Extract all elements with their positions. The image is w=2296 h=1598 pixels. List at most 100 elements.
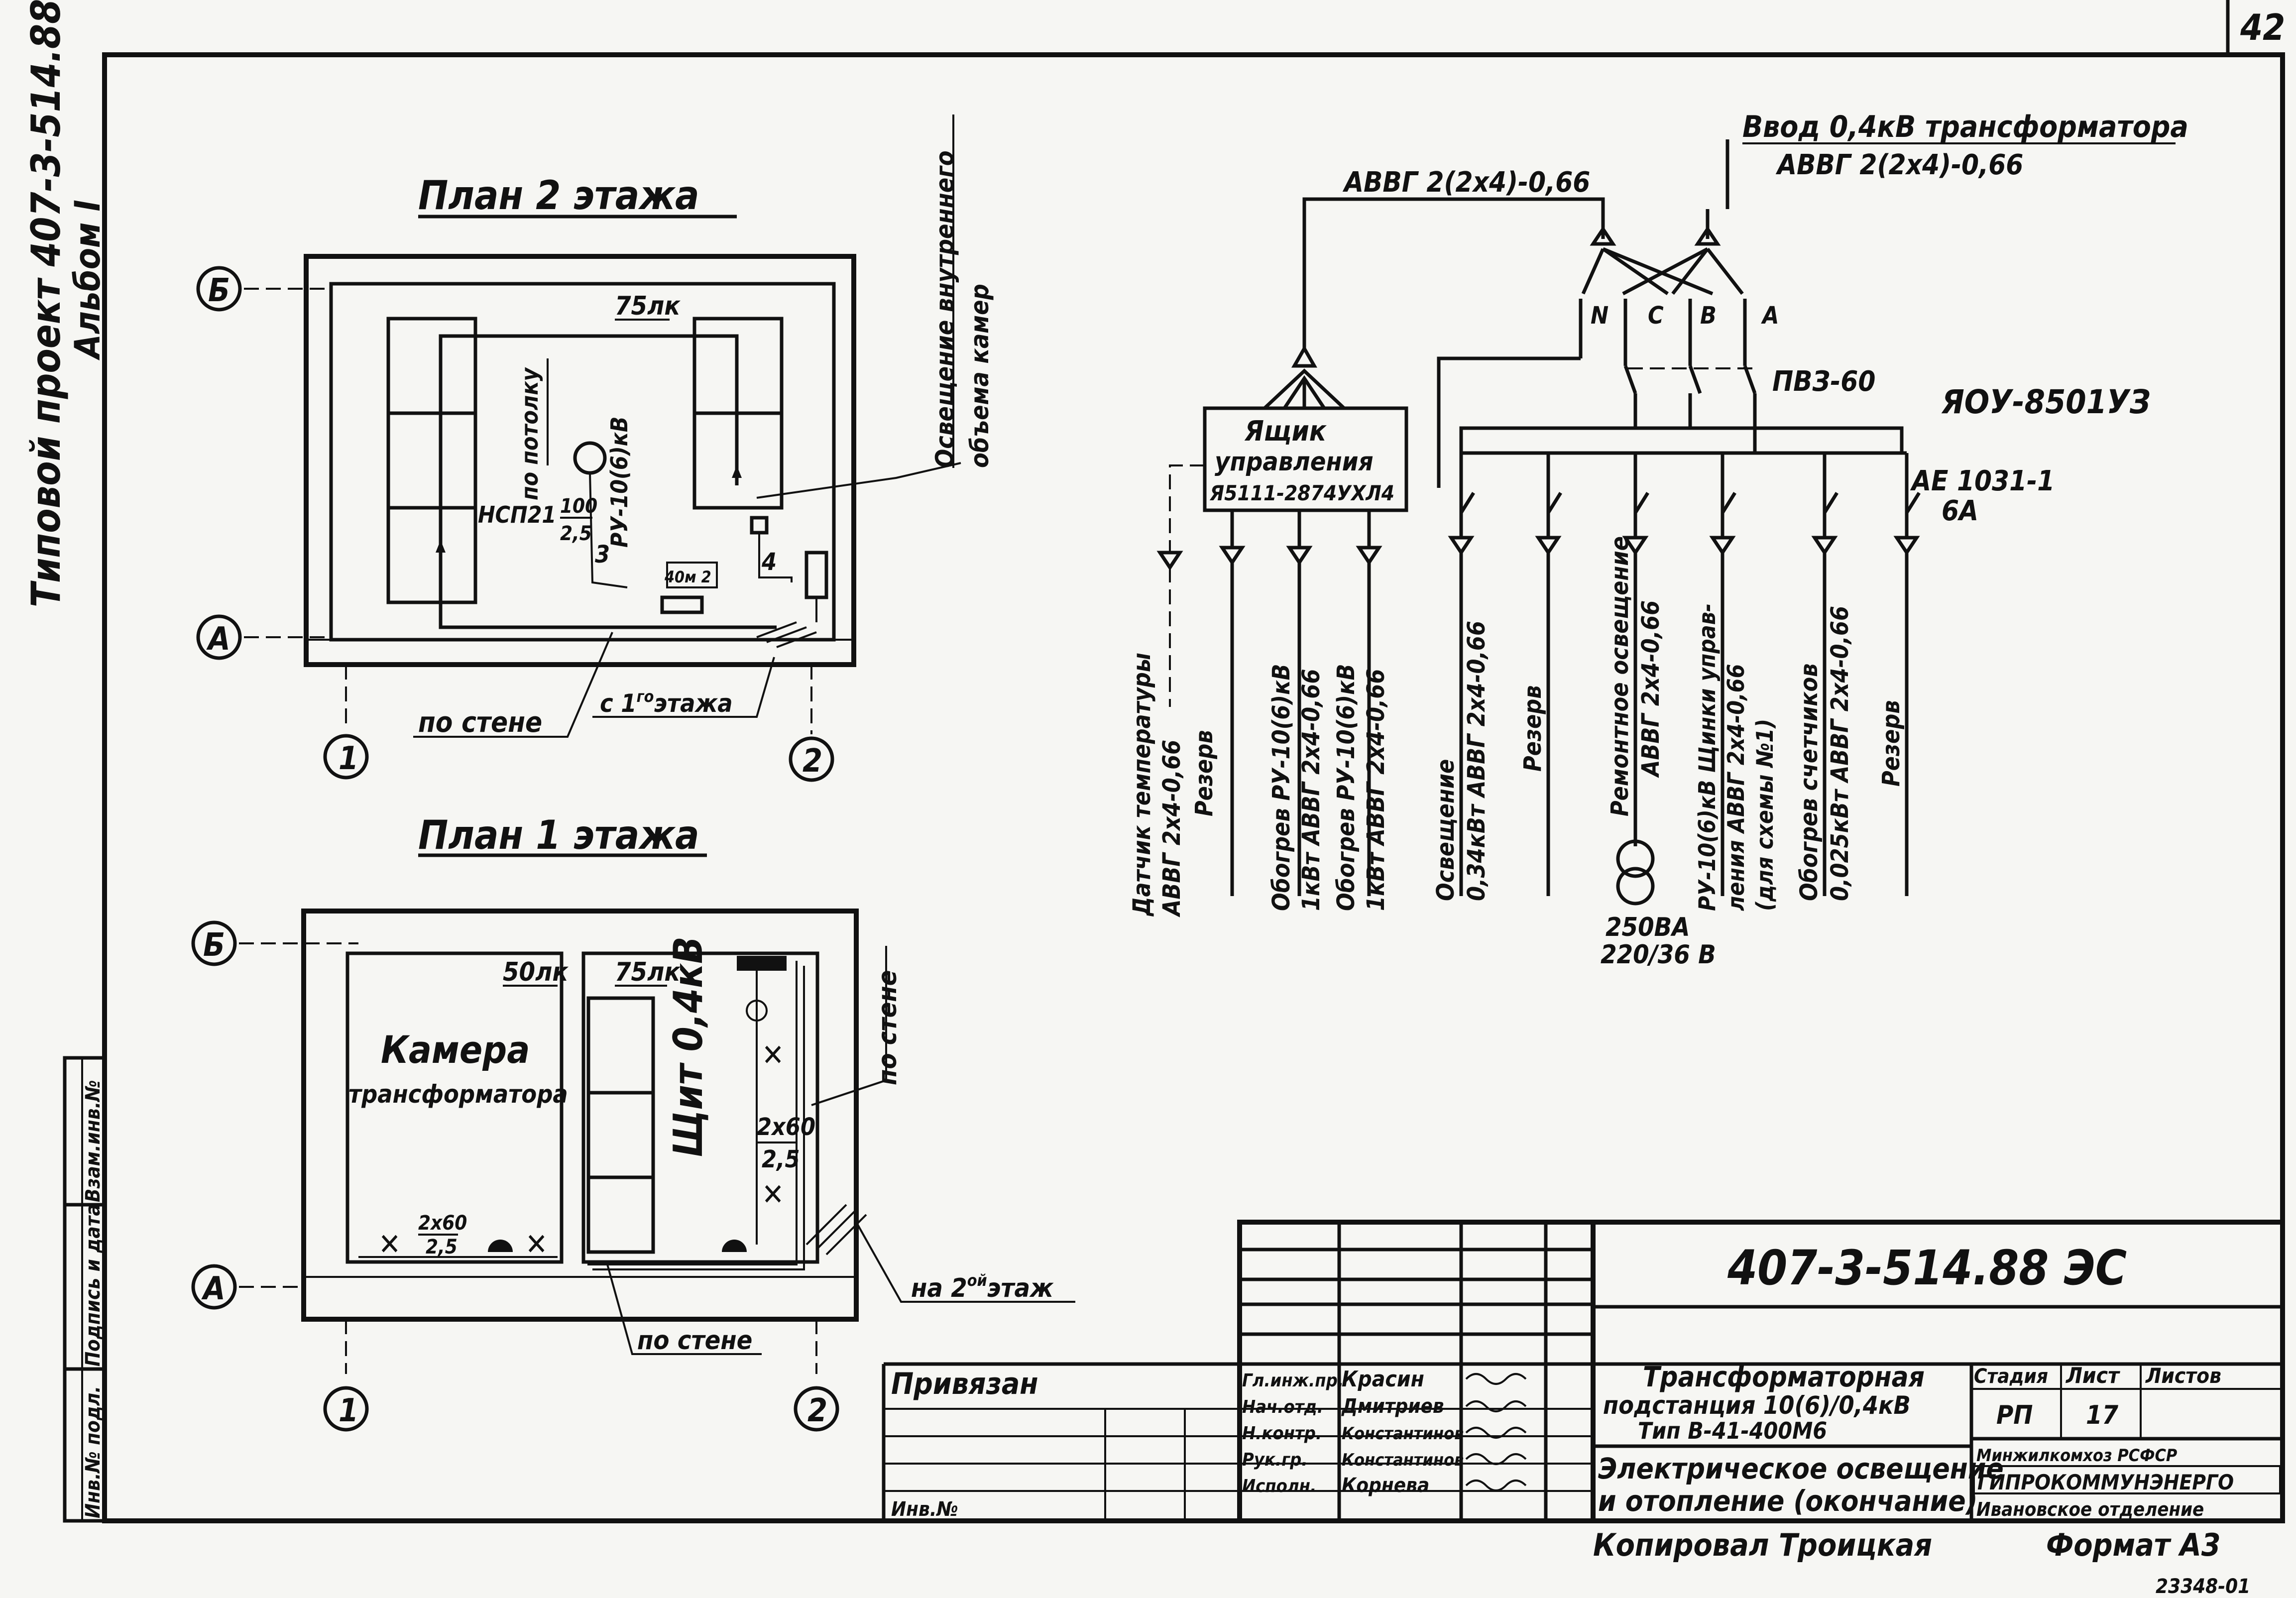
project-title-2: подстанция 10(6)/0,4кВ [1603, 1391, 1911, 1420]
org-line3: Ивановское отделение [1976, 1498, 2204, 1520]
breaker-rating: 6А [1942, 495, 1978, 527]
transformer-rating: 250ВА [1606, 913, 1690, 942]
control-box-line2: управления [1215, 447, 1374, 477]
sheet-value: 17 [2086, 1400, 2119, 1430]
role-5: Исполн. [1242, 1476, 1316, 1496]
switch-label: ПВЗ-60 [1772, 365, 1875, 398]
plan2-lamp-den: 2,5 [560, 522, 592, 545]
signature-2 [1465, 1400, 1527, 1412]
plan-1st-floor: План 1 этажа ✕ ✕ ✕ ✕ Б А [191, 812, 1075, 1432]
stage-value: РП [1996, 1400, 2033, 1430]
feeder-5-line1: Резерв [1519, 685, 1547, 772]
plan2-po-stene: по стене [418, 706, 542, 739]
panel-type: ЯОУ-8501УЗ [1941, 383, 2151, 421]
project-title-3: Тип В-41-400М6 [1638, 1417, 1827, 1444]
input-cable-left: АВВГ 2(2х4)-0,66 [1342, 166, 1590, 199]
sheet-frame [102, 52, 2285, 1523]
plan2-callout-line1: Освещение внутреннего [930, 150, 959, 468]
distribution-schematic: Ввод 0,4кВ трансформатора АВВГ 2(2х4)-0,… [1169, 110, 2188, 553]
feeders: Датчик температуры АВВГ 2х4-0,66 Резерв … [1128, 453, 1921, 970]
feeder-7-line1: РУ-10(6)кВ Щинки управ- [1694, 603, 1721, 911]
stamp-signature-date: Подпись и дата [82, 1204, 105, 1367]
plan1-frac-a-num: 2х60 [418, 1212, 467, 1235]
feeder-8-line2: 0,025кВт АВВГ 2х4-0,66 [1826, 606, 1854, 901]
org-line2: ГИПРОКОММУНЭНЕРГО [1977, 1470, 2234, 1494]
plan2-axis-a: А [206, 621, 230, 658]
format-label: Формат А3 [2046, 1527, 2221, 1563]
plan2-lamp-num: 100 [560, 495, 597, 518]
feeder-6-line2: АВВГ 2х4-0,66 [1637, 600, 1665, 778]
svg-text:✕: ✕ [762, 1038, 784, 1073]
feeder-8-line1: Обогрев счетчиков [1795, 664, 1823, 901]
feeder-1-line3: Резерв [1190, 730, 1218, 816]
plan1-title: План 1 этажа [418, 812, 699, 858]
name-5: Корнева [1342, 1474, 1429, 1497]
feeder-3-line2: 1кВт АВВГ 2х4-0,66 [1362, 669, 1390, 911]
role-3: Н.контр. [1242, 1423, 1322, 1444]
feeder-7-line2: ления АВВГ 2х4-0,66 [1722, 664, 1749, 911]
plan2-title: План 2 этажа [418, 172, 699, 219]
svg-text:✕: ✕ [525, 1227, 548, 1262]
sheet-label: Лист [2066, 1363, 2120, 1388]
plan2-po-potolku: по потолку [516, 367, 543, 500]
role-4: Рук.гр. [1242, 1450, 1308, 1470]
plan1-axis-1: 1 [339, 1392, 358, 1429]
side-title-line1: Типовой проект 407-3-514.88 [23, 0, 69, 607]
role-1: Гл.инж.пр. [1242, 1370, 1344, 1391]
input-title: Ввод 0,4кВ трансформатора [1742, 110, 2188, 144]
transformer-voltage: 220/36 В [1601, 940, 1716, 970]
plan1-po-stene-bottom: по стене [637, 1326, 752, 1356]
control-box-line1: Ящик [1244, 415, 1327, 448]
signature-4 [1465, 1453, 1527, 1465]
phase-c: C [1648, 302, 1664, 330]
name-3: Константинов [1342, 1424, 1464, 1444]
plan2-n4: 4 [761, 548, 777, 576]
doc-code: 407-3-514.88 ЭС [1727, 1240, 2127, 1296]
plan2-lamp-type: НСП21 [478, 501, 556, 528]
name-4: Константинов [1342, 1450, 1464, 1470]
plan2-axis-1: 1 [339, 740, 358, 777]
plan1-frac-b-num: 2х60 [757, 1113, 815, 1141]
sheets-label: Листов [2145, 1364, 2221, 1388]
sheet-title-2: и отопление (окончание) [1598, 1484, 1977, 1518]
plan2-heater: 40м 2 [664, 568, 711, 586]
phase-a: A [1761, 302, 1779, 330]
side-title-line2: Альбом I [67, 200, 108, 361]
feeder-7-line3: (для схемы №1) [1751, 719, 1778, 911]
page-number: 42 [2240, 6, 2285, 48]
signature-3 [1465, 1427, 1527, 1439]
plan2-axis-b: Б [208, 272, 230, 309]
privyazan-label: Привязан [891, 1367, 1038, 1401]
feeder-1-line2: АВВГ 2х4-0,66 [1158, 740, 1186, 917]
stamp-vzam-inv: Взам.инв.№ [82, 1080, 105, 1202]
plan1-axis-b: Б [203, 927, 225, 964]
breaker-type: АЕ 1031-1 [1910, 465, 2055, 497]
sheet-title-1: Электрическое освещение [1598, 1452, 2004, 1485]
feeder-4-line1: Освещение [1432, 759, 1460, 901]
breaker-outputs [1448, 453, 1921, 896]
plan1-shield: Щит 0,4кВ [665, 936, 711, 1157]
phase-n: N [1591, 302, 1608, 330]
phase-b: B [1700, 302, 1717, 330]
org-line1: Минжилкомхоз РСФСР [1976, 1446, 2178, 1466]
plan2-s1: с 1гоэтажа [600, 687, 733, 718]
feeder-6-line1: Ремонтное освещение [1606, 536, 1634, 816]
signature-1 [1465, 1373, 1527, 1385]
plan2-axis-2: 2 [803, 743, 822, 780]
plan2-ru-label: РУ-10(6)кВ [606, 417, 633, 548]
plan2-n3: 3 [595, 541, 610, 569]
svg-text:✕: ✕ [762, 1177, 784, 1212]
feeder-4-line2: 0,34кВт АВВГ 2х4-0,66 [1463, 621, 1491, 901]
plan2-lux: 75лк [615, 291, 681, 321]
plan1-frac-b-den: 2,5 [762, 1145, 800, 1173]
plan1-lux2: 75лк [615, 957, 681, 987]
order-number: 23348-01 [2156, 1575, 2250, 1598]
stamp-inv-podl: Инв.№ подл. [82, 1386, 105, 1518]
plan1-to-2nd: на 2ойэтаж [911, 1271, 1054, 1303]
plan1-axis-2: 2 [807, 1392, 827, 1429]
role-2: Нач.отд. [1242, 1397, 1323, 1417]
feeder-2-line1: Обогрев РУ-10(6)кВ [1267, 664, 1295, 911]
plan1-room-line1: Камера [381, 1027, 530, 1072]
plan-2nd-floor: План 2 этажа Б [196, 114, 994, 782]
